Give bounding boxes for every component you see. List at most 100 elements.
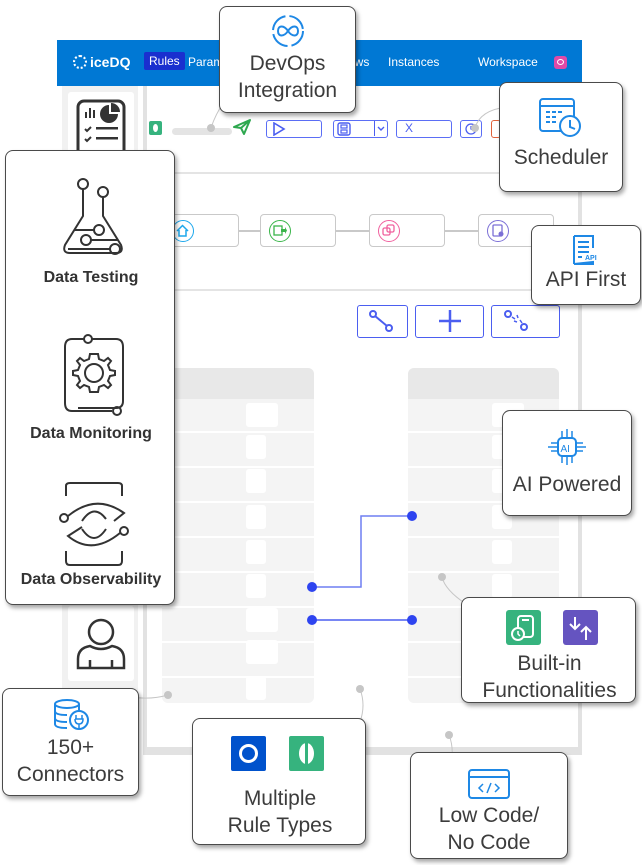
step-connector xyxy=(445,230,479,232)
report-check-icon xyxy=(487,220,509,242)
column-mapping-lines xyxy=(312,515,412,621)
table-row[interactable] xyxy=(492,574,512,598)
workflow-step-compare[interactable] xyxy=(369,214,445,247)
divider xyxy=(147,172,578,174)
unlink-button[interactable] xyxy=(491,305,560,338)
table-row[interactable] xyxy=(246,435,266,459)
table-row[interactable] xyxy=(246,574,266,598)
scheduled-task-icon xyxy=(506,610,541,645)
nav-item-parameters[interactable]: Param xyxy=(188,55,224,69)
app-logo[interactable]: iceDQ xyxy=(73,54,130,70)
leader-dot xyxy=(164,691,172,699)
callout-label: Rule Types xyxy=(227,814,333,837)
add-mapping-button[interactable] xyxy=(415,305,484,338)
leader-dot xyxy=(445,731,453,739)
user-icon xyxy=(76,618,126,670)
play-icon xyxy=(273,122,286,136)
close-icon: X xyxy=(405,121,414,135)
sidebar-item-users[interactable] xyxy=(68,606,134,681)
workflow-step-source[interactable] xyxy=(163,214,239,247)
callout-label: DevOps xyxy=(249,52,326,75)
run-button[interactable] xyxy=(266,120,322,138)
close-button[interactable]: X xyxy=(396,120,452,138)
code-window-icon xyxy=(468,769,510,799)
mapping-anchor[interactable] xyxy=(407,511,417,521)
devops-infinity-icon xyxy=(271,15,304,47)
callout-label: API First xyxy=(545,268,627,291)
logo-icon xyxy=(73,55,87,69)
workflow-step-export[interactable] xyxy=(260,214,336,247)
rule-name-field[interactable] xyxy=(172,128,232,135)
link-button[interactable] xyxy=(357,305,408,338)
callout-label: Scheduler xyxy=(513,146,609,169)
callout-label: Functionalities xyxy=(482,679,617,702)
feature-label: Data Testing xyxy=(43,269,139,286)
table-row[interactable] xyxy=(246,540,266,564)
database-plug-icon xyxy=(53,699,89,730)
callout-label: Built-in xyxy=(517,652,582,675)
calendar-clock-icon xyxy=(539,98,581,137)
leader-dot xyxy=(207,124,215,132)
callout-label: No Code xyxy=(447,831,531,854)
mapping-anchor[interactable] xyxy=(307,582,317,592)
callout-ai-powered: AI AI Powered xyxy=(502,410,632,516)
flask-icon xyxy=(63,178,123,255)
save-button[interactable] xyxy=(333,120,388,138)
send-icon[interactable] xyxy=(232,118,252,136)
callout-label: 150+ xyxy=(46,736,95,759)
source-columns-table xyxy=(162,368,314,703)
table-row[interactable] xyxy=(492,540,512,564)
table-row[interactable] xyxy=(246,608,278,632)
callout-devops-integration: DevOps Integration xyxy=(219,6,356,113)
callout-label: AI Powered xyxy=(512,473,622,496)
table-header xyxy=(162,368,314,399)
callout-label: Low Code/ xyxy=(438,804,540,827)
nav-item-rules[interactable]: Rules xyxy=(144,52,185,70)
eye-observe-icon xyxy=(59,482,129,566)
chevron-down-icon[interactable] xyxy=(377,126,385,132)
overlap-icon xyxy=(378,220,400,242)
mapping-anchor[interactable] xyxy=(407,615,417,625)
callout-label: Connectors xyxy=(16,763,125,786)
unlink-icon xyxy=(504,310,528,331)
svg-text:API: API xyxy=(585,255,597,262)
feature-data-testing[interactable]: Data Testing xyxy=(6,173,176,287)
chat-icon[interactable] xyxy=(554,56,567,69)
report-chart-icon xyxy=(76,99,126,162)
leader-dot xyxy=(356,685,364,693)
table-row[interactable] xyxy=(246,640,278,664)
export-list-icon xyxy=(269,220,291,242)
table-row[interactable] xyxy=(246,505,266,529)
table-row[interactable] xyxy=(246,676,266,700)
table-row[interactable] xyxy=(246,403,278,427)
callout-api-first: API API First xyxy=(531,225,641,305)
add-icon xyxy=(439,310,461,332)
feature-data-monitoring[interactable]: Data Monitoring xyxy=(6,331,176,443)
callout-connectors: 150+ Connectors xyxy=(2,688,139,796)
leader-dot xyxy=(471,124,479,132)
table-header xyxy=(408,368,559,399)
feature-panel: Data Testing Data Monitoring Data Observ… xyxy=(5,150,175,605)
divider xyxy=(147,289,578,291)
table-row[interactable] xyxy=(246,469,266,493)
callout-builtin-functionalities: Built-in Functionalities xyxy=(461,597,636,703)
callout-label: Integration xyxy=(237,79,338,102)
callout-multiple-rule-types: Multiple Rule Types xyxy=(192,718,366,845)
callout-low-code: Low Code/ No Code xyxy=(410,752,568,859)
link-icon xyxy=(369,310,393,332)
svg-text:AI: AI xyxy=(561,444,570,455)
feature-data-observability[interactable]: Data Observability xyxy=(6,481,176,589)
leader-dot xyxy=(438,573,446,581)
rule-type-green-icon xyxy=(289,736,324,771)
mapping-anchor[interactable] xyxy=(307,615,317,625)
step-connector xyxy=(336,230,370,232)
gear-monitor-icon xyxy=(64,334,124,416)
nav-item-instances[interactable]: Instances xyxy=(388,55,440,69)
callout-scheduler: Scheduler xyxy=(499,82,623,192)
mapping-line[interactable] xyxy=(312,515,412,588)
rule-type-blue-icon xyxy=(231,736,266,771)
step-connector xyxy=(239,230,261,232)
nav-item-workspace[interactable]: Workspace xyxy=(478,55,538,69)
feature-label: Data Monitoring xyxy=(30,425,152,442)
rule-type-badge-icon xyxy=(149,121,162,135)
